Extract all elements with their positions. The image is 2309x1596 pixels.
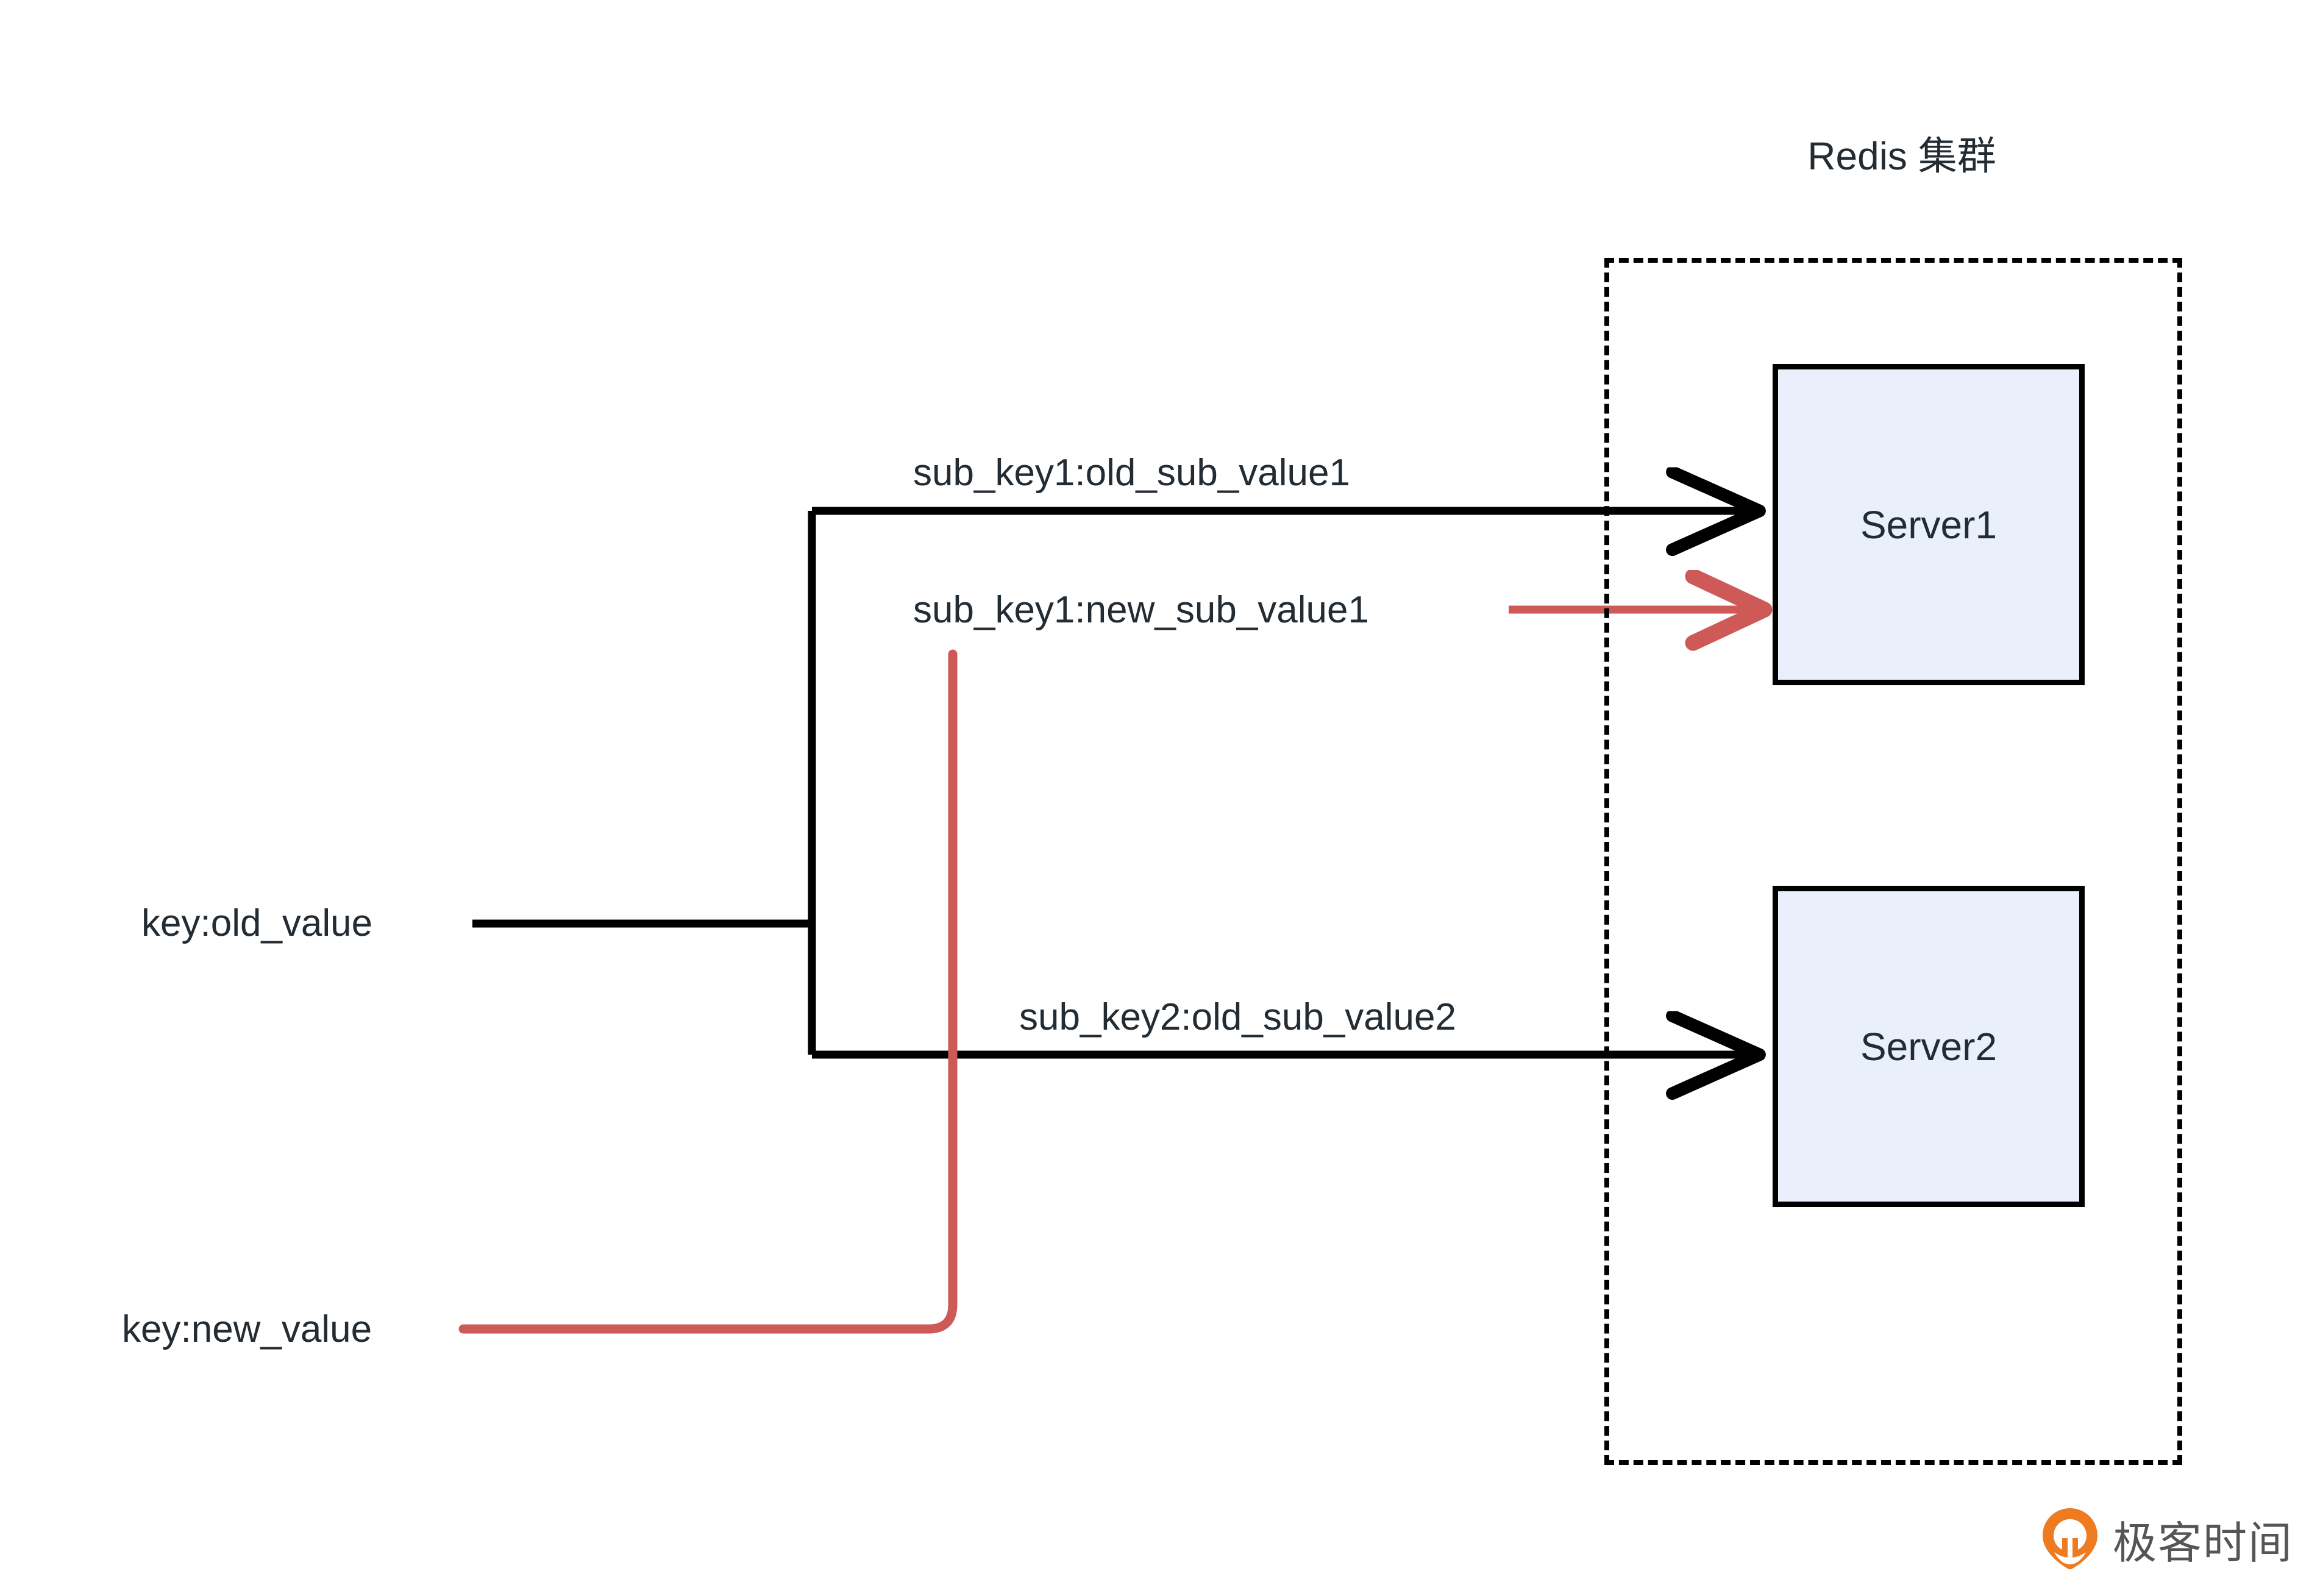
edge-label-key-new-value: key:new_value <box>122 1308 372 1350</box>
edge-label-sub-key1-new: sub_key1:new_sub_value1 <box>913 589 1369 631</box>
server1-node[interactable]: Server1 <box>1773 364 2085 685</box>
geekbang-logo-icon <box>2043 1508 2097 1570</box>
watermark: 极客时间 <box>2041 1505 2293 1573</box>
cluster-title: Redis 集群 <box>1807 134 1996 178</box>
server2-node[interactable]: Server2 <box>1773 886 2085 1207</box>
edge-label-sub-key2-old: sub_key2:old_sub_value2 <box>1019 996 1456 1038</box>
edge-label-key-old-value: key:old_value <box>141 902 373 944</box>
edge-key-new-value <box>458 649 958 1334</box>
server2-label: Server2 <box>1860 1024 1998 1069</box>
watermark-text: 极客时间 <box>2113 1519 2294 1568</box>
edge-label-sub-key1-old: sub_key1:old_sub_value1 <box>913 452 1350 494</box>
redis-cluster-container <box>1604 258 2182 1465</box>
server1-label: Server1 <box>1860 502 1998 547</box>
